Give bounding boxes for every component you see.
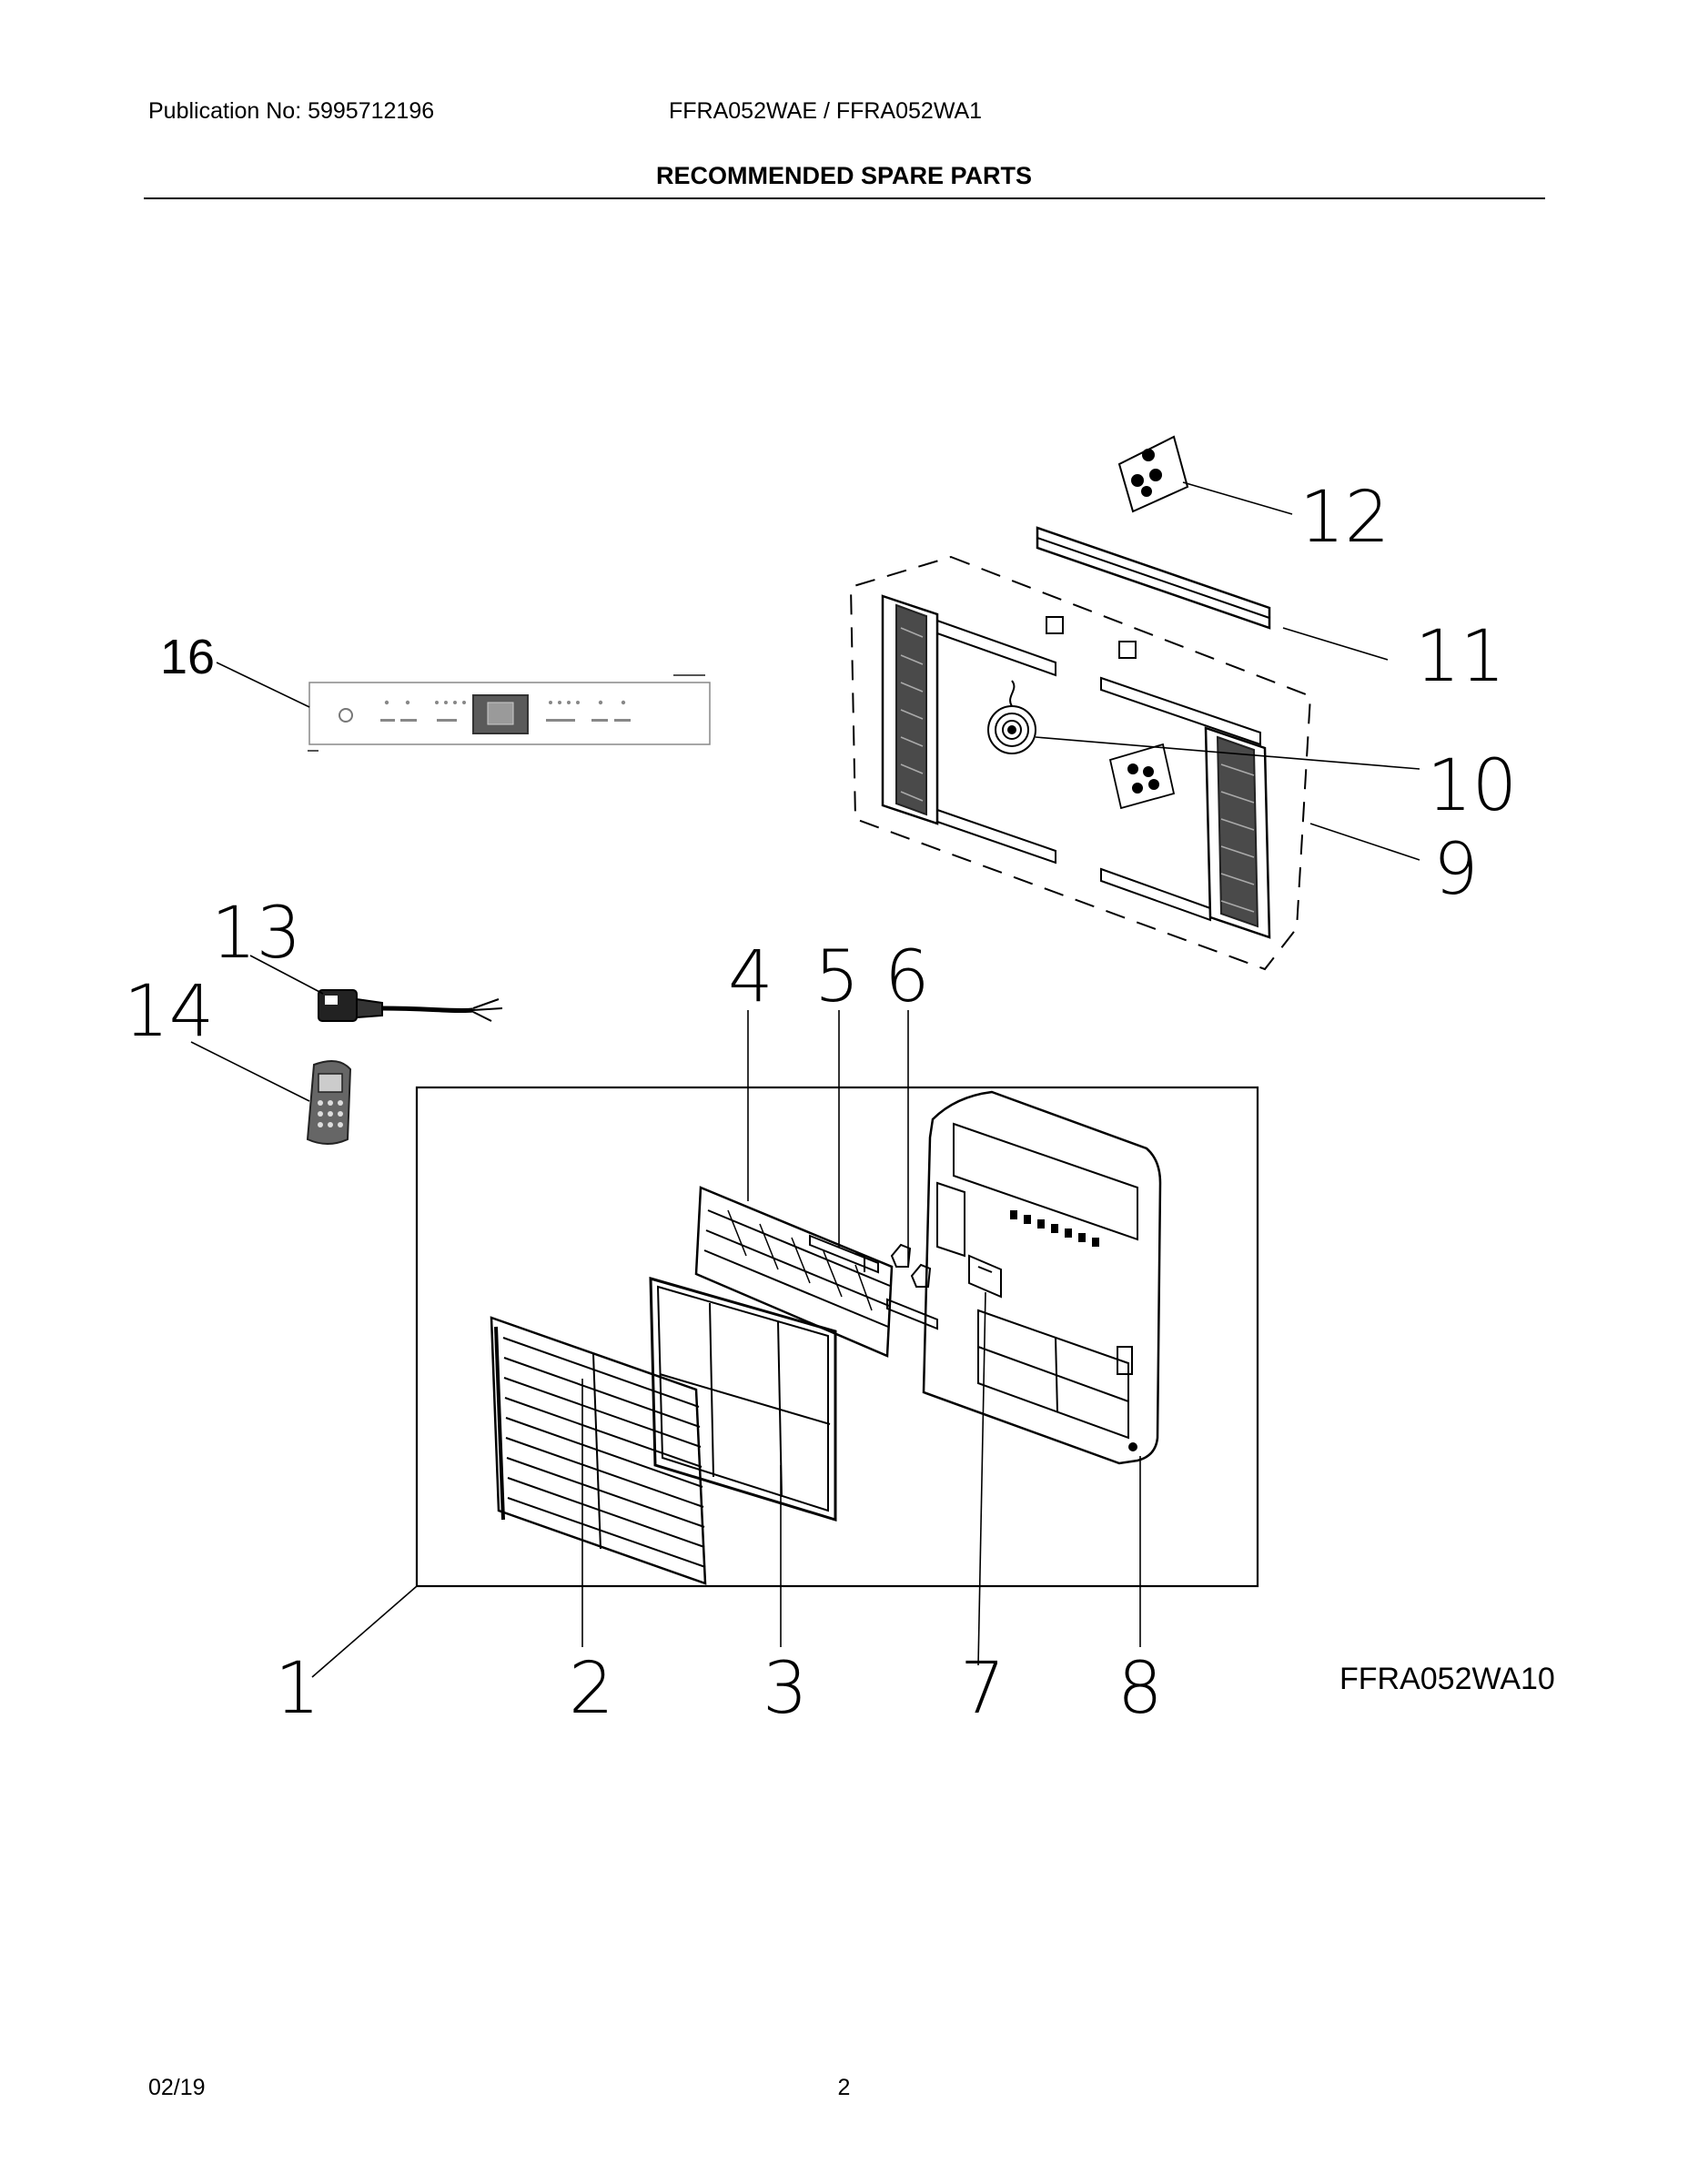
front-grille bbox=[490, 1316, 707, 1585]
callout-8: 8 bbox=[1117, 1648, 1163, 1730]
callout-4: 4 bbox=[728, 936, 773, 1018]
model-numbers: FFRA052WAE / FFRA052WA1 bbox=[669, 98, 983, 124]
page-number: 2 bbox=[837, 2075, 851, 2100]
callout-3: 3 bbox=[763, 1648, 808, 1730]
callout-5: 5 bbox=[814, 936, 860, 1018]
drawing-id: FFRA052WA10 bbox=[1339, 1662, 1555, 1696]
callout-13: 13 bbox=[211, 893, 301, 975]
leader-lines bbox=[190, 481, 1420, 1678]
left-side-curtain bbox=[881, 594, 939, 825]
front-panel bbox=[922, 1090, 1162, 1465]
holder-7 bbox=[968, 1254, 1002, 1299]
screw-bag-frame bbox=[1108, 743, 1176, 810]
callout-16: 16 bbox=[160, 630, 215, 684]
window-frame-kit bbox=[849, 555, 1312, 971]
callout-12: 12 bbox=[1299, 477, 1390, 559]
callout-1: 1 bbox=[275, 1648, 320, 1730]
front-panel-assembly-box bbox=[415, 1086, 1259, 1588]
louver-clips bbox=[809, 1234, 938, 1330]
foam-seal-roll bbox=[987, 680, 1036, 754]
screw-bag bbox=[1117, 435, 1189, 513]
remote-control bbox=[306, 1060, 352, 1145]
page-title: RECOMMENDED SPARE PARTS bbox=[655, 162, 1033, 189]
callout-14: 14 bbox=[124, 971, 214, 1053]
callout-7: 7 bbox=[960, 1648, 1006, 1730]
header-rule bbox=[144, 197, 1545, 199]
callout-6: 6 bbox=[884, 936, 930, 1018]
control-panel bbox=[308, 674, 711, 752]
right-side-curtain bbox=[1204, 726, 1271, 939]
footer-date: 02/19 bbox=[148, 2075, 206, 2100]
louver-assembly bbox=[694, 1186, 894, 1358]
callout-9: 9 bbox=[1433, 829, 1479, 911]
top-rail bbox=[1036, 526, 1271, 630]
callout-11: 11 bbox=[1415, 616, 1505, 698]
callout-10: 10 bbox=[1427, 745, 1517, 827]
power-cord bbox=[318, 989, 503, 1022]
callout-2: 2 bbox=[569, 1648, 614, 1730]
callout-numbers: 1 2 3 4 5 6 7 8 9 10 11 12 13 14 16 bbox=[124, 477, 1517, 1730]
publication-number: Publication No: 5995712196 bbox=[148, 98, 435, 124]
